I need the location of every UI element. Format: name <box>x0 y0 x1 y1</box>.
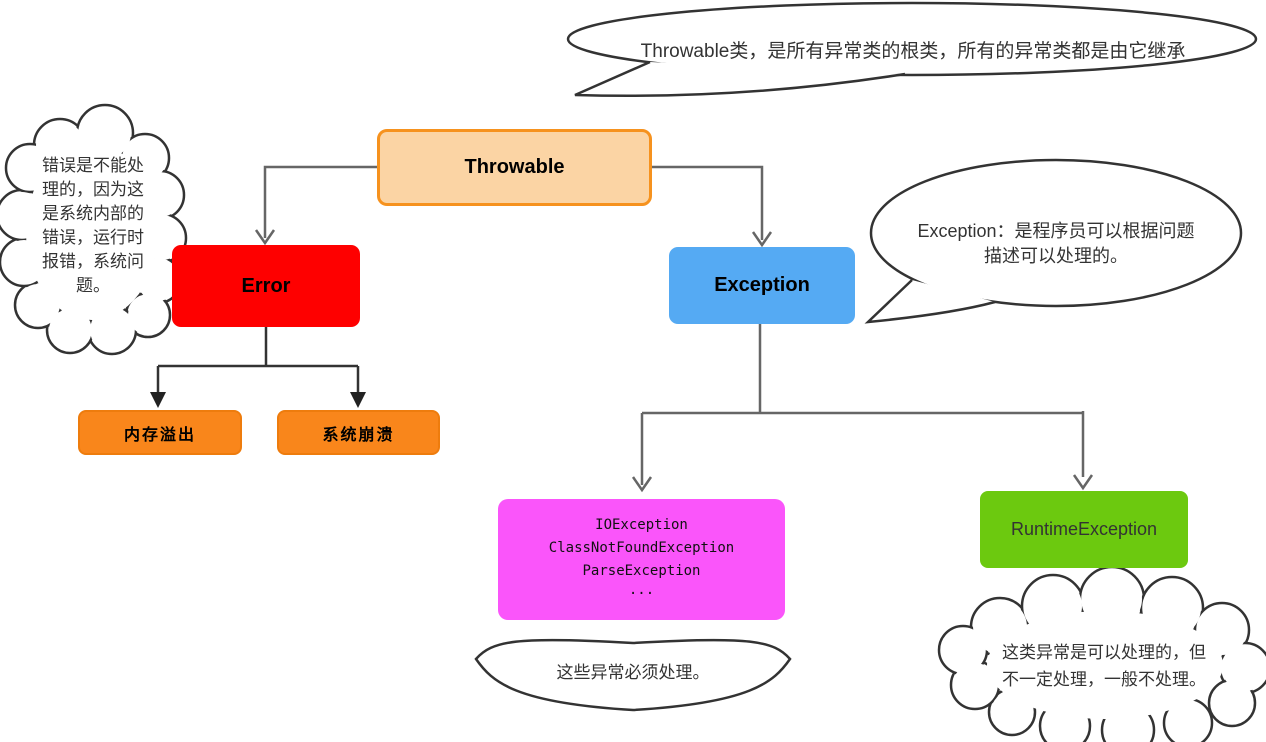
connector-exception-children <box>631 324 1094 493</box>
arrowhead-open-icon <box>254 229 276 246</box>
arrowhead-open-icon <box>631 476 653 493</box>
throwable-note-text: Throwable类，是所有异常类的根类，所有的异常类都是由它继承 <box>640 41 1186 62</box>
error-note-text: 错误是不能处 理的，因为这 是系统内部的 错误，运行时 报错，系统问 题。 <box>20 154 166 298</box>
exception-note-line: 描述可以处理的。 <box>984 246 1128 266</box>
throwable-note-bubble <box>566 1 1258 98</box>
bubble-tail <box>864 279 996 324</box>
node-system-crash: 系统崩溃 <box>277 410 440 455</box>
node-checked-exceptions: IOException ClassNotFoundException Parse… <box>498 499 785 620</box>
arrowhead-open-icon <box>751 231 773 248</box>
exception-note-text: Exception：是程序员可以根据问题 描述可以处理的。 <box>880 219 1232 269</box>
node-exception: Exception <box>669 247 855 324</box>
error-note-cloud <box>0 103 188 356</box>
runtime-note-text: 这类异常是可以处理的，但 不一定处理，一般不处理。 <box>958 639 1250 693</box>
checked-note-text: 这些异常必须处理。 <box>556 663 710 682</box>
error-note-line: 是系统内部的 <box>42 204 144 223</box>
checked-exception-line: ParseException <box>582 562 701 579</box>
checked-exception-line: ClassNotFoundException <box>548 539 735 556</box>
checked-note-banner <box>474 638 792 712</box>
connector-error-children <box>156 327 360 393</box>
runtime-note-cloud <box>937 565 1266 742</box>
arrowhead-filled-icon <box>350 392 366 408</box>
checked-exception-ellipsis: ··· <box>628 585 655 602</box>
node-error: Error <box>172 245 360 327</box>
error-note-line: 报错，系统问 <box>42 252 144 271</box>
runtime-note-line: 这类异常是可以处理的，但 <box>1002 643 1206 662</box>
exception-note-line: Exception：是程序员可以根据问题 <box>917 221 1195 241</box>
node-throwable: Throwable <box>377 129 652 206</box>
node-runtime-exception: RuntimeException <box>980 491 1188 568</box>
exception-note-bubble <box>864 158 1243 324</box>
checked-exception-line: IOException <box>595 516 688 533</box>
error-note-line: 理的，因为这 <box>42 180 144 199</box>
connector-throwable-error <box>254 165 377 246</box>
arrowhead-open-icon <box>1072 474 1094 491</box>
error-note-line: 题。 <box>76 276 110 295</box>
node-memory-overflow: 内存溢出 <box>78 410 242 455</box>
runtime-note-line: 不一定处理，一般不处理。 <box>1002 670 1206 689</box>
error-note-line: 错误是不能处 <box>42 156 144 175</box>
arrowhead-filled-icon <box>150 392 166 408</box>
error-note-line: 错误，运行时 <box>42 228 144 247</box>
bubble-tail <box>574 60 906 98</box>
connector-throwable-exception <box>652 165 773 248</box>
